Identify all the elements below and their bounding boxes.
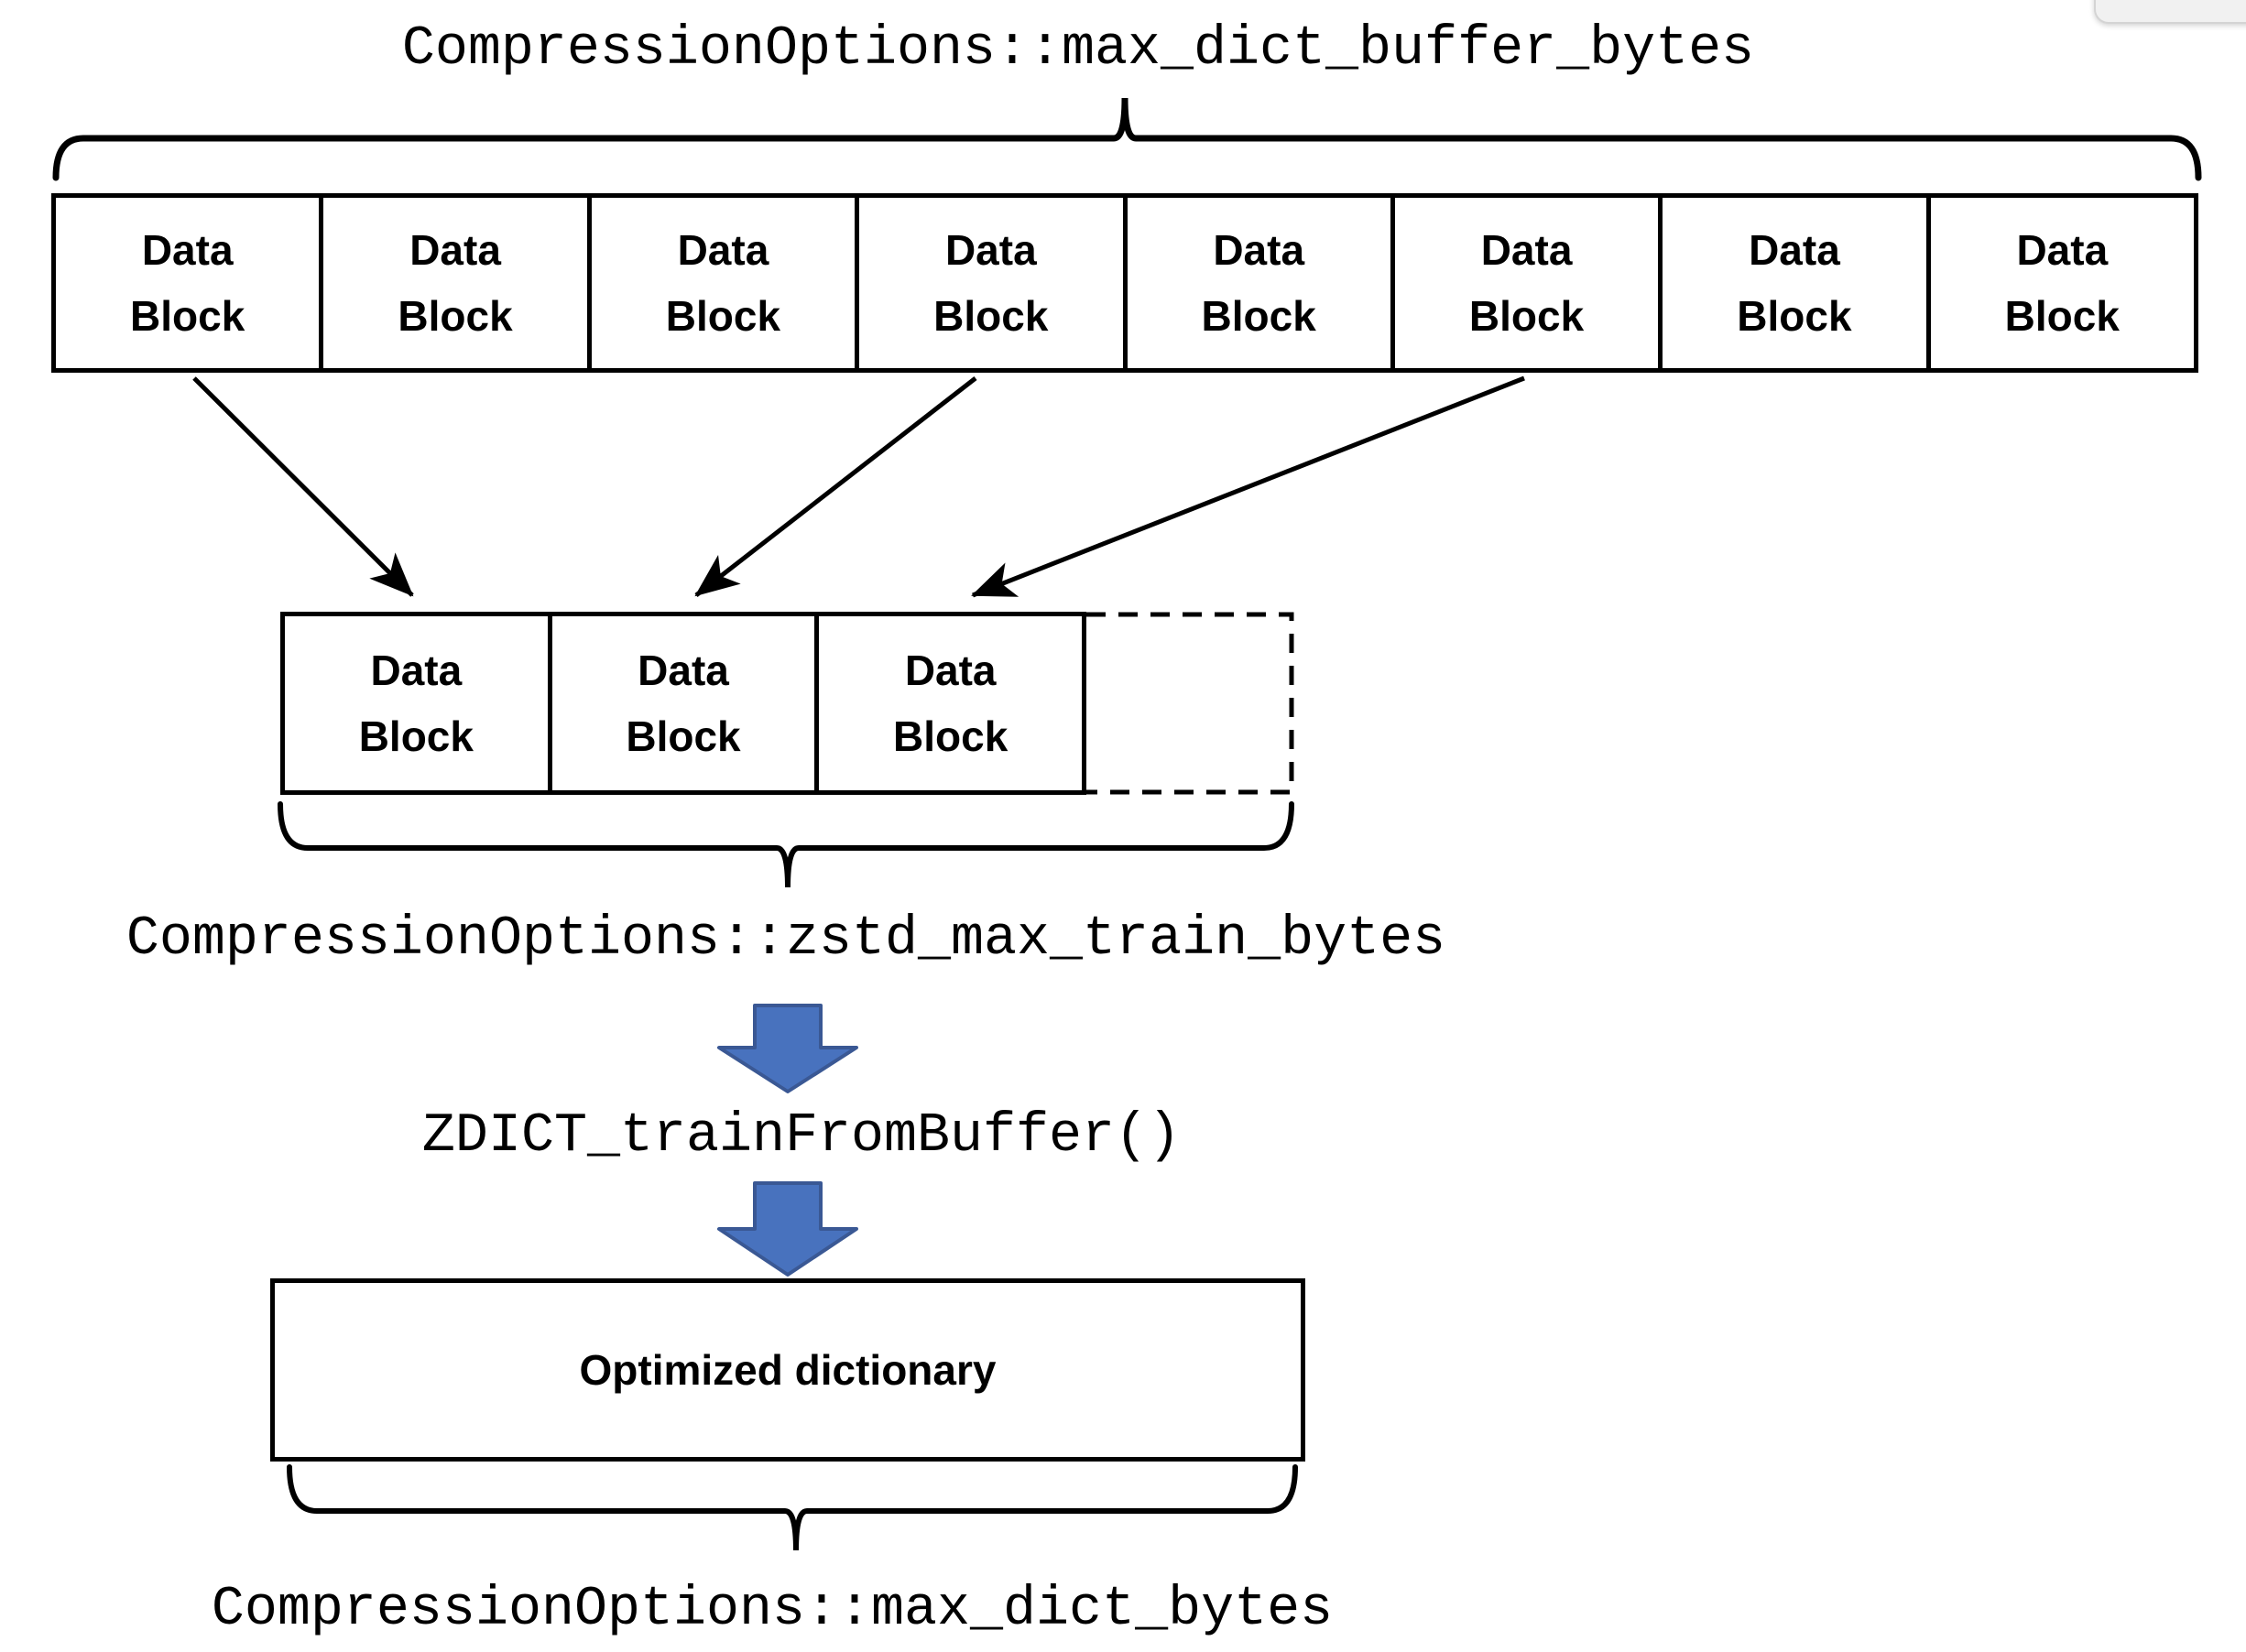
data-block: Data Block	[285, 616, 552, 790]
dashed-empty-block	[1086, 612, 1294, 795]
data-block: Data Block	[819, 616, 1083, 790]
data-block-label: Data	[1480, 226, 1573, 274]
data-block-label: Data	[944, 226, 1037, 274]
data-block-label: Data	[370, 647, 463, 694]
data-block-label: Data	[1213, 226, 1305, 274]
data-block-label: Block	[130, 292, 245, 340]
data-block-label: Block	[1468, 292, 1585, 340]
data-block-label: Data	[1749, 226, 1840, 274]
label-zstd-max-train-bytes: CompressionOptions::zstd_max_train_bytes	[125, 908, 1446, 971]
data-block-label: Block	[933, 292, 1049, 340]
optimized-dictionary-label: Optimized dictionary	[579, 1346, 997, 1394]
data-block: Data Block	[1127, 198, 1395, 368]
data-block: Data Block	[1394, 198, 1663, 368]
data-block-label: Block	[665, 292, 781, 340]
data-block: Data Block	[859, 198, 1128, 368]
sample-arrow-2	[694, 376, 977, 597]
data-block-label: Block	[1737, 292, 1852, 340]
data-block-label: Block	[358, 712, 474, 760]
down-arrow-icon	[717, 1004, 858, 1093]
data-block-label: Block	[398, 292, 513, 340]
max-dict-bytes-brace	[287, 1464, 1298, 1551]
label-max-dict-bytes: CompressionOptions::max_dict_bytes	[211, 1579, 1334, 1641]
data-block-label: Data	[141, 226, 234, 274]
zstd-max-train-brace	[278, 801, 1294, 888]
optimized-dictionary-box: Optimized dictionary	[270, 1278, 1305, 1462]
corner-panel-fragment	[2094, 0, 2246, 24]
data-block-label: Data	[409, 226, 501, 274]
data-block-label: Block	[893, 712, 1009, 760]
data-block-label: Data	[2016, 226, 2109, 274]
label-max-dict-buffer-bytes: CompressionOptions::max_dict_buffer_byte…	[401, 18, 1755, 81]
data-block: Data Block	[551, 616, 820, 790]
sample-arrow-3	[971, 375, 1525, 598]
label-zdict-train-from-buffer: ZDICT_trainFromBuffer()	[421, 1105, 1182, 1168]
data-block: Data Block	[56, 198, 324, 368]
data-block-label: Block	[2004, 292, 2120, 340]
sample-arrow-1	[192, 376, 414, 597]
train-sample-row: Data Block Data Block Data Block	[280, 612, 1086, 795]
data-block-label: Block	[1201, 292, 1316, 340]
data-block: Data Block	[1663, 198, 1931, 368]
data-block: Data Block	[591, 198, 860, 368]
data-block-label: Data	[677, 226, 769, 274]
data-block-label: Block	[626, 712, 741, 760]
buffer-block-row: Data Block Data Block Data Block Data Bl…	[51, 193, 2198, 373]
data-block-label: Data	[904, 647, 997, 694]
data-block: Data Block	[1930, 198, 2194, 368]
data-block: Data Block	[323, 198, 592, 368]
down-arrow-icon	[717, 1181, 858, 1277]
data-block-label: Data	[638, 647, 729, 694]
max-dict-buffer-brace	[52, 97, 2202, 181]
